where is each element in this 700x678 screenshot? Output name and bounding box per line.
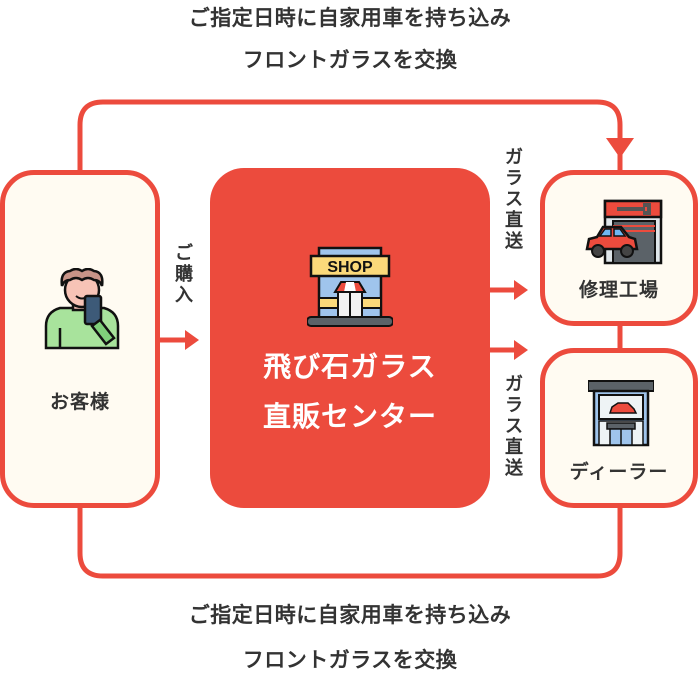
ship-char: ラ [505, 395, 523, 416]
ship-char: ガ [505, 147, 523, 168]
top-caption-line2: フロントガラスを交換 [242, 48, 458, 72]
ship-char: 直 [505, 210, 523, 231]
center-label-line1: 飛び石ガラス [263, 350, 437, 383]
ship-char: ス [505, 416, 523, 437]
customer-node: お客様 [0, 170, 160, 508]
ship-repair-arrowhead [514, 280, 528, 300]
center-node: SHOP 飛び石ガラス 直販センター [210, 168, 490, 508]
ship-char: ラ [505, 168, 523, 189]
bottom-caption-line1: ご指定日時に自家用車を持ち込み [188, 603, 512, 627]
purchase-char: 入 [175, 285, 193, 306]
repair-shop-label: 修理工場 [578, 279, 659, 301]
ship-to-repair-edge-label: ガ ラ ス 直 送 [503, 147, 525, 252]
shop-icon: SHOP [307, 246, 393, 327]
ship-dealer-arrowhead [514, 340, 528, 360]
ship-char: ス [505, 189, 523, 210]
car-dealership-icon [588, 380, 654, 447]
svg-text:SHOP: SHOP [327, 259, 373, 276]
ship-char: ガ [505, 374, 523, 395]
dealer-label: ディーラー [569, 461, 669, 483]
purchase-char: ご [175, 243, 193, 264]
ship-char: 送 [505, 458, 523, 479]
purchase-char: 購 [175, 264, 193, 285]
repair-shop-node: 修理工場 [540, 170, 698, 326]
top-caption-line1: ご指定日時に自家用車を持ち込み [188, 6, 512, 30]
person-with-phone-icon [44, 268, 120, 350]
dealer-node: ディーラー [540, 348, 698, 508]
customer-label: お客様 [49, 391, 110, 413]
garage-car-icon [585, 199, 663, 265]
ship-to-dealer-edge-label: ガ ラ ス 直 送 [503, 374, 525, 479]
purchase-arrowhead [185, 330, 199, 350]
bottom-loop-line [77, 506, 623, 579]
ship-char: 直 [505, 437, 523, 458]
ship-char: 送 [505, 231, 523, 252]
bottom-caption-line2: フロントガラスを交換 [242, 648, 458, 672]
center-label-line2: 直販センター [262, 400, 437, 433]
purchase-edge-label: ご 購 入 [173, 243, 195, 306]
top-loop-line [77, 99, 623, 172]
top-loop-arrowhead [606, 138, 634, 158]
